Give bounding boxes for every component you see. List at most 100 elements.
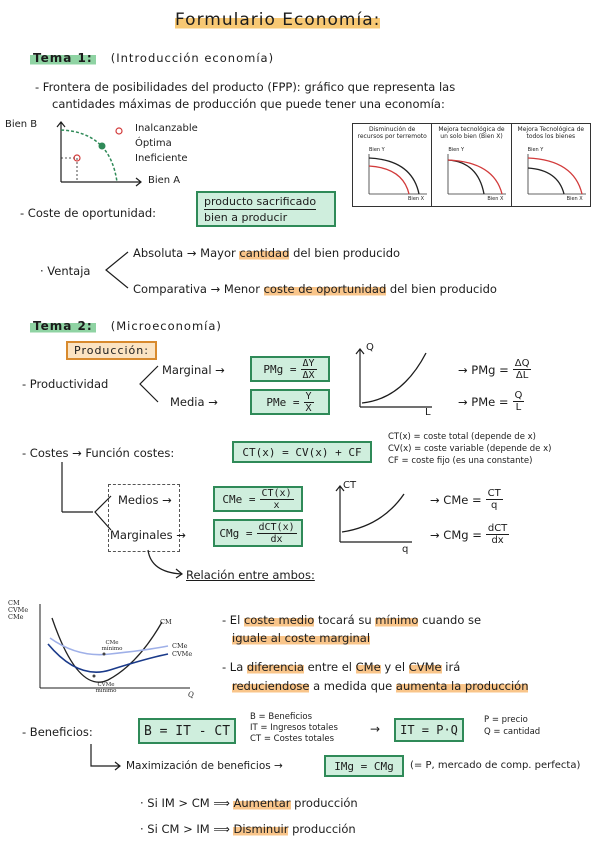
panel-1-y: Bien Y [369,147,385,153]
coste-box-line-2: bien a producir [204,211,288,224]
ct-formula: CT(x) = CV(x) + CF [242,445,362,459]
cost-curves-graph [39,604,190,689]
rel2-hl3: CVMe [408,660,442,674]
it-formula: IT = P·Q [400,723,458,737]
panel-2-curves [447,154,507,195]
it-formula-box: IT = P·Q [394,718,464,742]
rel2-a: - La [222,660,244,674]
media-label: Media → [170,395,218,409]
coste-box-line-1: producto sacrificado [204,195,317,210]
fpp-panels: Disminución de recursos por terremoto Bi… [352,123,591,207]
pq-note-1: P = precio [484,715,528,725]
cost-curve-label-cvme: CVMe [172,650,193,658]
cmg-fraction: dCT(x)dx [256,522,297,545]
pme2-lhs: → PMe = [458,394,509,409]
rel1-hl3: iguale al coste marginal [232,631,371,645]
ventaja-comparativa: Comparativa → Menor coste de oportunidad… [133,282,497,296]
ventaja-absoluta: Absoluta → Mayor cantidad del bien produ… [133,246,400,260]
cmg2-den: dx [491,535,504,546]
panel-2-title: Mejora tecnológica de un solo bien (Bien… [438,126,505,140]
prod-l-label: L [425,407,431,418]
si2-post: producción [292,822,356,836]
fpp-label-optima: Óptima [135,138,172,149]
panel-2-y: Bien Y [448,147,465,153]
max-label: Maximización de beneficios → [126,760,283,772]
medios-label: Medios → [118,493,172,507]
fpp-panel-1: Disminución de recursos por terremoto Bi… [353,124,433,206]
cme-num: CT(x) [259,487,294,500]
cme-lhs: CMe = [222,492,256,506]
tema1-tag: Tema 1: [30,51,96,65]
fpp-x-axis-label: Bien A [148,175,181,186]
cost-graph [335,485,412,543]
pmg-den: ΔX [302,369,315,381]
absoluta-highlight: cantidad [239,246,290,260]
cost-min-2: CVMe mínimo [95,682,117,694]
rel2-b: entre el [307,660,352,674]
relacion-2-line-2: reduciendose a medida que aumenta la pro… [232,679,529,693]
cmg-formula-box: CMg = dCT(x)dx [213,519,303,547]
pme-den: X [305,402,312,414]
rel1-hl2: mínimo [375,613,419,627]
max-arrow [90,744,121,771]
panel-3-x: Bien X [566,196,583,202]
b-note-2: IT = Ingresos totales [250,723,338,733]
productividad-label: - Productividad [22,377,109,391]
relacion-label: Relación entre ambos: [186,568,315,582]
cme2-lhs: → CMe = [430,492,482,507]
prod-q-label: Q [366,342,374,353]
tema1-header: Tema 1: (Introducción economía) [30,47,274,66]
cost-curve-label-cm: CM [160,618,172,626]
fpp-label-inalcanzable: Inalcanzable [135,123,198,134]
tema1-subtitle: (Introducción economía) [110,51,275,65]
page-title: Formulario Economía: [175,10,381,30]
pme2-den: L [515,402,522,413]
si1-post: producción [294,796,358,810]
relacion-arrow [147,549,184,579]
max-formula: IMg = CMg [334,759,394,773]
cme2-den: q [490,500,498,511]
rel2-hl4: reduciendose [232,679,310,693]
fpp-y-axis-label: Bien B [5,119,38,130]
pme2-num: Q [512,390,525,402]
fpp-label-ineficiente: Ineficiente [135,153,188,164]
si1-pre: · Si IM > CM ⟹ [140,796,230,810]
rel1-a: - El [222,613,241,627]
rel1-b: tocará su [318,613,372,627]
panel-3-y: Bien Y [527,147,544,153]
si2-highlight: Disminuir [233,822,289,836]
cmg-lhs: CMg = [219,526,253,540]
absoluta-pre: Absoluta → Mayor [133,246,236,260]
costes-dashed-group [108,484,180,552]
rel1-hl1: coste medio [243,613,315,627]
panel-3-title: Mejora Tecnológica de todos los bienes [517,126,585,140]
ct-note-1: CT(x) = coste total (depende de x) [388,432,536,442]
pmg2-den: ΔL [515,370,529,381]
ct-formula-box: CT(x) = CV(x) + CF [232,441,372,463]
panel-3-curves [527,154,586,195]
productividad-brace [139,365,159,403]
rel1-c: cuando se [422,613,482,627]
comparativa-post: del bien producido [389,282,497,296]
b-formula-box: B = IT - CT [138,718,236,744]
cost-ylabel-cme: CMe [8,613,24,621]
cost-min-1: CMe mínimo [101,640,123,652]
fpp-panel-2: Mejora tecnológica de un solo bien (Bien… [432,124,512,206]
rel2-d: irá [445,660,461,674]
cmg2-lhs: → CMg = [430,527,482,542]
cost-curve-label-cme: CMe [172,642,188,650]
ct-note-3: CF = coste fijo (es una constante) [388,456,533,466]
max-formula-box: IMg = CMg [324,755,404,777]
panel-2-x: Bien X [487,196,504,202]
si-rule-1: · Si IM > CM ⟹ Aumentar producción [140,796,358,810]
pmg2-num: ΔQ [512,358,532,370]
comparativa-highlight: coste de oportunidad [263,282,387,296]
coste-oportunidad-box: producto sacrificado bien a producir [196,191,336,227]
